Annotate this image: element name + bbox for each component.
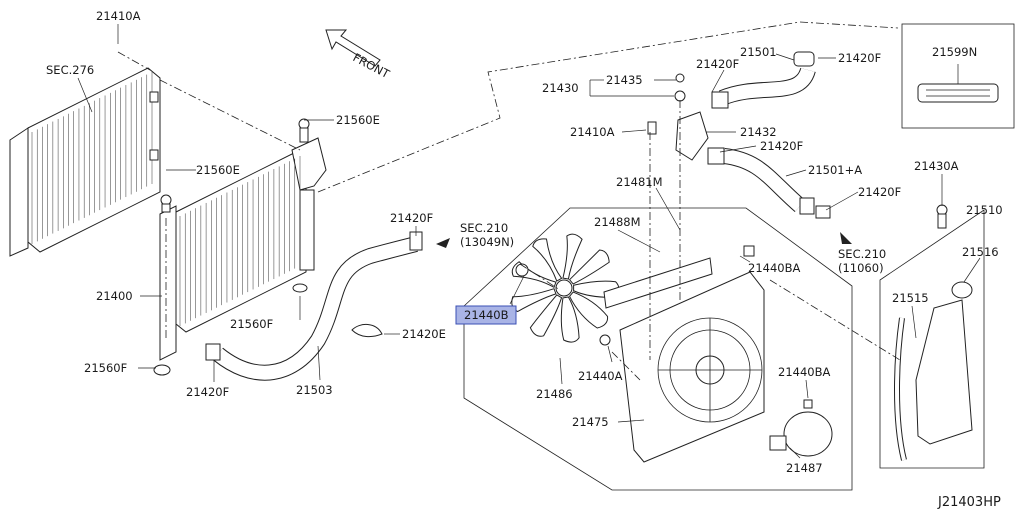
leader-lines [77, 24, 981, 459]
label-21400: 21400 [96, 289, 133, 303]
fan-blade [568, 291, 609, 329]
label-21510: 21510 [966, 203, 1003, 217]
label-21503: 21503 [296, 383, 333, 397]
label-21560f-b: 21560F [84, 361, 127, 375]
reservoir-box [879, 209, 985, 469]
label-21420f-c: 21420F [696, 57, 739, 71]
label-21420e: 21420E [402, 327, 446, 341]
condenser [9, 67, 161, 257]
pipe-arrow-icon [436, 238, 450, 248]
label-21440ba-a: 21440BA [748, 261, 800, 275]
label-21560f-a: 21560F [230, 317, 273, 331]
label-21410a-top: 21410A [96, 9, 141, 23]
reservoir-tank [894, 204, 973, 461]
label-21560e-b: 21560E [196, 163, 240, 177]
label-21420f-e: 21420F [760, 139, 803, 153]
label-21501: 21501 [740, 45, 777, 59]
radiator [153, 118, 327, 376]
pipe-arrow-icon [840, 232, 852, 244]
label-21481m: 21481M [616, 175, 663, 189]
label-21420f-d: 21420F [838, 51, 881, 65]
label-21432: 21432 [740, 125, 777, 139]
label-21501a: 21501+A [808, 163, 862, 177]
fan-blade [560, 296, 580, 343]
diagram-code: J21403HP [937, 495, 1001, 510]
fan-blade [568, 249, 610, 285]
label-sec276: SEC.276 [46, 63, 94, 77]
fan-blade [511, 288, 557, 313]
label-21486: 21486 [536, 387, 573, 401]
label-21599n: 21599N [932, 45, 977, 59]
label-21430a: 21430A [914, 159, 959, 173]
label-21488m: 21488M [594, 215, 641, 229]
label-box [901, 23, 1015, 129]
fan-blade [529, 294, 563, 337]
label-21515: 21515 [892, 291, 929, 305]
fan-assembly-box [463, 207, 853, 491]
label-sec210-b2: (11060) [838, 261, 884, 275]
label-21420f-b: 21420F [186, 385, 229, 399]
fan-blade [562, 233, 583, 280]
label-sec210-b1: SEC.210 [838, 247, 886, 261]
label-21516: 21516 [962, 245, 999, 259]
caution-label [917, 83, 999, 103]
label-sec210-a2: (13049N) [460, 235, 514, 249]
assembly-lines [117, 21, 901, 381]
label-21435: 21435 [606, 73, 643, 87]
label-21420f-a: 21420F [390, 211, 433, 225]
front-arrow-icon [325, 29, 381, 67]
fan-shroud [599, 245, 833, 463]
label-21430: 21430 [542, 81, 579, 95]
label-21560e-a: 21560E [336, 113, 380, 127]
label-21475: 21475 [572, 415, 609, 429]
label-21410a-mid: 21410A [570, 125, 615, 139]
label-21440ba-b: 21440BA [778, 365, 830, 379]
water-outlet [647, 73, 709, 161]
label-sec210-a1: SEC.210 [460, 221, 508, 235]
label-21440a: 21440A [578, 369, 623, 383]
label-21440b: 21440B [464, 308, 509, 322]
label-21487: 21487 [786, 461, 823, 475]
label-21420f-f: 21420F [858, 185, 901, 199]
cooling-fan [511, 233, 620, 343]
upper-hoses [707, 51, 831, 219]
fan-blade [532, 238, 563, 282]
highlight-21440b [455, 305, 517, 325]
air-seal [603, 257, 713, 309]
